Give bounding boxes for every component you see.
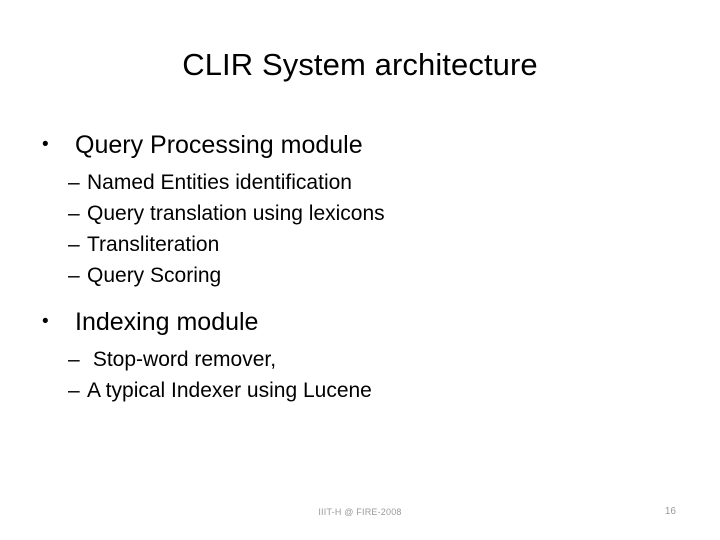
dash-icon: –: [68, 264, 80, 287]
sub-bullet-item-transliteration: – Transliteration: [0, 231, 720, 258]
spacer: [0, 289, 720, 305]
slide-body: • Query Processing module – Named Entiti…: [0, 128, 720, 404]
sub-bullet-item-stop-word-remover: – Stop-word remover,: [0, 346, 720, 373]
sub-bullet-item-query-translation-using-lexicons: – Query translation using lexicons: [0, 200, 720, 227]
sub-bullet-label: A typical Indexer using Lucene: [87, 379, 372, 402]
bullet-item-indexing-module: • Indexing module: [0, 305, 720, 339]
bullet-label: Query Processing module: [75, 131, 363, 159]
dash-icon: –: [68, 379, 80, 402]
sub-bullet-item-query-scoring: – Query Scoring: [0, 262, 720, 289]
footer-text: IIIT-H @ FIRE-2008: [318, 507, 402, 517]
slide-footer: IIIT-H @ FIRE-2008 16: [0, 505, 720, 525]
sub-bullet-label: Named Entities identification: [87, 171, 352, 194]
dash-icon: –: [68, 348, 80, 371]
page-number: 16: [664, 506, 676, 517]
sub-bullet-label: Query translation using lexicons: [87, 202, 385, 225]
sub-bullet-item-named-entities-identification: – Named Entities identification: [0, 169, 720, 196]
bullet-item-query-processing-module: • Query Processing module: [0, 128, 720, 162]
sub-bullet-label: Stop-word remover,: [87, 348, 277, 371]
spacer: [0, 339, 720, 346]
spacer: [0, 162, 720, 169]
sub-bullet-label: Transliteration: [87, 233, 220, 256]
bullet-dot-icon: •: [42, 134, 49, 155]
sub-bullet-label: Query Scoring: [87, 264, 222, 287]
bullet-dot-icon: •: [42, 311, 49, 332]
page-title: CLIR System architecture: [182, 47, 538, 82]
dash-icon: –: [68, 233, 80, 256]
dash-icon: –: [68, 202, 80, 225]
bullet-label: Indexing module: [75, 308, 259, 336]
sub-bullet-item-typical-indexer-using-lucene: – A typical Indexer using Lucene: [0, 377, 720, 404]
dash-icon: –: [68, 171, 80, 194]
